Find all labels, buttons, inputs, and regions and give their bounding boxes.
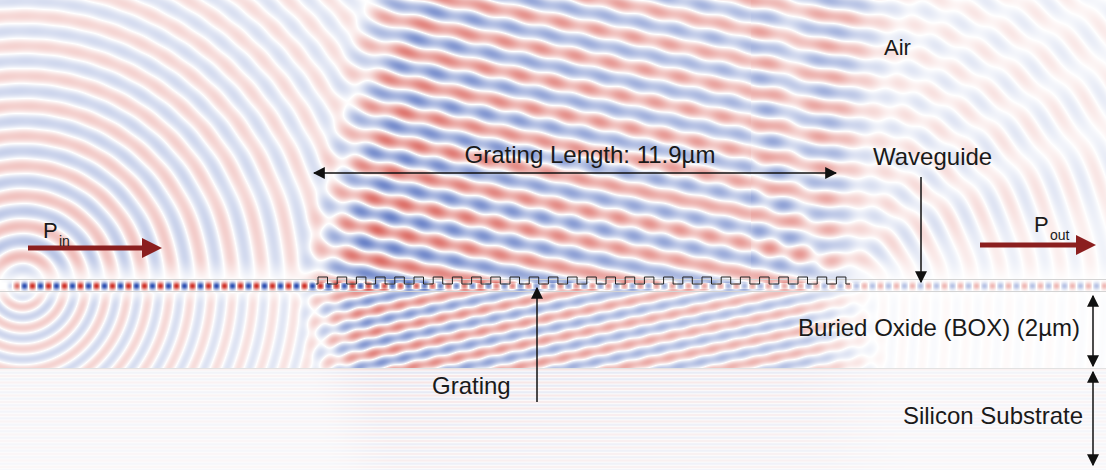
layer-label: Buried Oxide (BOX) (2µm) bbox=[798, 316, 1080, 340]
output-power-arrow bbox=[980, 243, 1080, 248]
part-label: Waveguide bbox=[873, 145, 992, 169]
grating-pointer bbox=[536, 288, 538, 402]
waveguide-edge bbox=[0, 279, 1106, 280]
length-arrow bbox=[314, 172, 836, 174]
substrate-interface bbox=[0, 368, 1106, 369]
part-label: Grating bbox=[432, 374, 511, 398]
signal-subscript: in bbox=[59, 234, 70, 248]
input-power-arrow bbox=[28, 246, 146, 251]
region-label: Air bbox=[884, 37, 911, 59]
box-thickness-arrow bbox=[1092, 296, 1094, 366]
layer-label: Silicon Substrate bbox=[903, 404, 1083, 428]
waveguide-edge bbox=[0, 291, 1106, 292]
signal-subscript: out bbox=[1050, 228, 1069, 242]
grating-teeth bbox=[316, 277, 850, 284]
signal-name: P bbox=[1034, 214, 1049, 236]
substrate-arrow bbox=[1092, 372, 1094, 465]
waveguide-pointer bbox=[920, 177, 922, 282]
dimension-label: Grating Length: 11.9µm bbox=[465, 143, 716, 167]
signal-name: P bbox=[43, 220, 58, 242]
